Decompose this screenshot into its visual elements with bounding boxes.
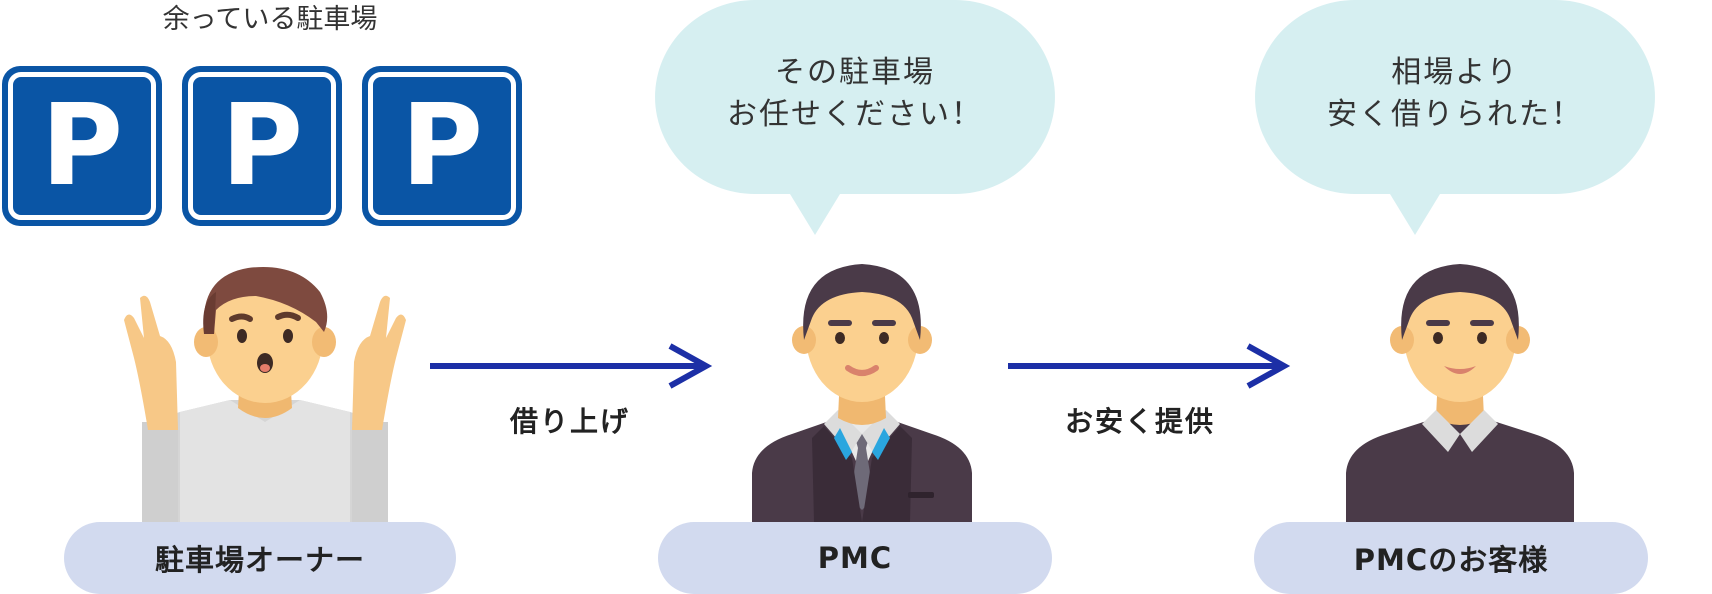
arrow-label-sublease: 借り上げ <box>509 405 630 438</box>
label-parking-owner: 駐車場オーナー <box>64 522 456 594</box>
pmc-bubble-text: その駐車場 お任せください！ <box>655 52 1055 136</box>
label-pmc: PMC <box>658 522 1052 594</box>
unused-parking-caption: 余っている駐車場 <box>162 4 378 35</box>
parking-sign-icon: P <box>2 66 162 226</box>
parking-sign-letter: P <box>368 72 516 220</box>
pmc-bubble-line1: その駐車場 <box>775 55 935 90</box>
parking-sign-letter: P <box>8 72 156 220</box>
parking-sign-icon: P <box>182 66 342 226</box>
pmc-speech-bubble <box>655 0 1055 235</box>
arrow-label-provide-cheaply: お安く提供 <box>1064 405 1215 438</box>
arrow-pmc-to-customer-icon <box>1008 343 1291 389</box>
customer-bubble-line2: 安く借りられた！ <box>1327 97 1583 132</box>
label-pmc-customer: PMCのお客様 <box>1254 522 1648 594</box>
customer-bubble-line1: 相場より <box>1391 55 1519 90</box>
customer-person-icon <box>1346 264 1574 522</box>
arrow-owner-to-pmc-icon <box>430 343 713 389</box>
pmc-businessman-icon <box>752 264 972 522</box>
parking-sign-icon: P <box>362 66 522 226</box>
customer-bubble-text: 相場より 安く借りられた！ <box>1255 52 1655 136</box>
customer-speech-bubble <box>1255 0 1655 235</box>
parking-sign-letter: P <box>188 72 336 220</box>
pmc-bubble-line2: お任せください！ <box>727 97 983 132</box>
parking-owner-person-icon <box>124 267 406 522</box>
